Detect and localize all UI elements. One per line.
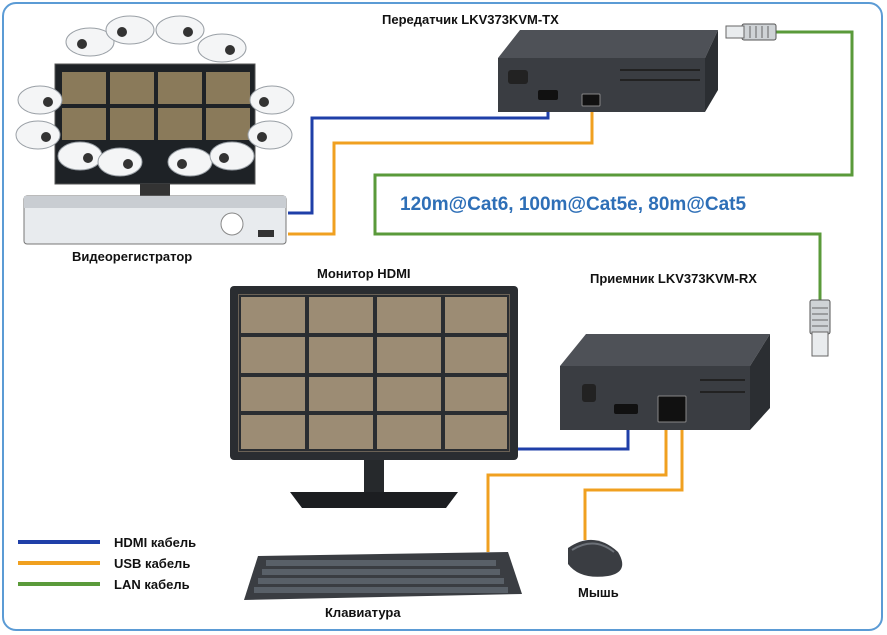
legend-label-lan: LAN кабель xyxy=(114,577,190,592)
cable-speed-label: 120m@Cat6, 100m@Cat5e, 80m@Cat5 xyxy=(400,194,746,216)
receiver-label: Приемник LKV373KVM-RX xyxy=(590,271,757,286)
legend-item-hdmi: HDMI кабель xyxy=(18,533,196,551)
monitor-label: Монитор HDMI xyxy=(317,266,411,281)
rj45-connector-top-icon xyxy=(726,24,776,40)
receiver-device xyxy=(560,334,770,430)
legend-label-hdmi: HDMI кабель xyxy=(114,535,196,550)
mouse-label: Мышь xyxy=(578,585,619,600)
keyboard-label: Клавиатура xyxy=(325,605,401,620)
legend-label-usb: USB кабель xyxy=(114,556,190,571)
rj45-connector-right-icon xyxy=(810,300,830,356)
mouse-device xyxy=(568,540,622,577)
legend-swatch-hdmi xyxy=(18,540,100,544)
monitor-device xyxy=(230,286,518,508)
legend-item-lan: LAN кабель xyxy=(18,575,190,593)
keyboard-device xyxy=(244,552,522,600)
legend-swatch-usb xyxy=(18,561,100,565)
legend-swatch-lan xyxy=(18,582,100,586)
transmitter-device xyxy=(498,30,718,112)
transmitter-label: Передатчик LKV373KVM-TX xyxy=(382,12,559,27)
legend-item-usb: USB кабель xyxy=(18,554,190,572)
dvr-label: Видеорегистратор xyxy=(72,249,192,264)
dvr-with-cameras xyxy=(16,16,294,244)
